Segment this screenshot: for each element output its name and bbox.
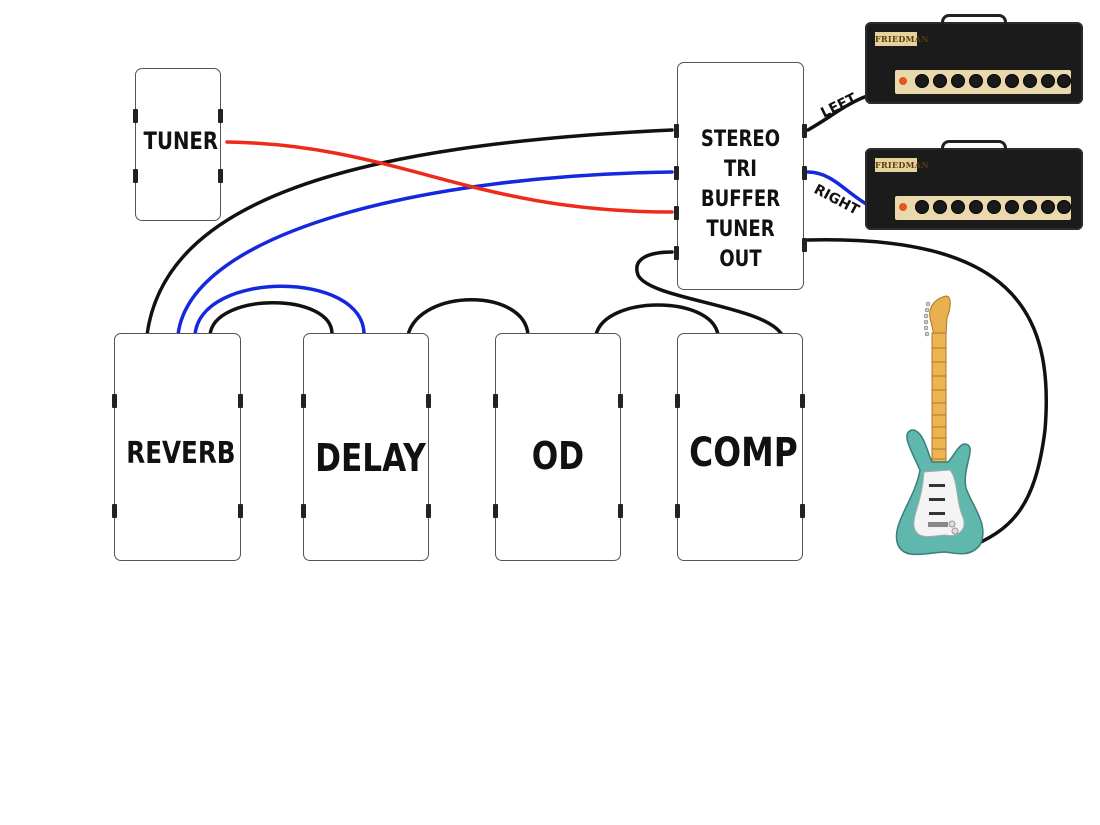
reverb-label: REVERB [126, 436, 236, 471]
buffer-label-line: BUFFER [700, 187, 781, 212]
cable-blue-reverb-to-delay [193, 284, 366, 337]
cable-blue-reverb-to-buffer [176, 170, 674, 337]
od-pedal: OD [493, 333, 623, 561]
buffer-label-line: STEREO [700, 127, 781, 152]
buffer-label-line: OUT [719, 247, 762, 272]
delay-label: DELAY [315, 436, 426, 480]
comp-label: COMP [689, 430, 798, 476]
cable-black-buffer-to-guitar [806, 238, 1049, 550]
guitar-pickguard [913, 469, 965, 538]
buffer-label-line: TRI [724, 157, 757, 182]
cable-black-comp-to-buffer [635, 250, 784, 337]
amp-brand-logo: FRIEDMAN [875, 32, 929, 46]
amp-head-right: FRIEDMAN [865, 140, 1083, 230]
buffer-label-line: TUNER [706, 217, 775, 242]
tuner-pedal: TUNER [133, 68, 223, 221]
cable-black-delay-to-od [406, 298, 530, 337]
od-label: OD [531, 434, 585, 478]
buffer-label: STEREO TRI BUFFER TUNER OUT [689, 125, 792, 275]
cable-black-reverb-to-buffer [145, 128, 674, 337]
stereo-tri-buffer-pedal: STEREO TRI BUFFER TUNER OUT [674, 62, 807, 290]
reverb-pedal: REVERB [112, 333, 243, 561]
electric-guitar [895, 295, 984, 556]
guitar-headstock [929, 295, 951, 336]
cable-red-tuner-to-buffer [225, 140, 674, 214]
amp-brand-logo: FRIEDMAN [875, 158, 929, 172]
comp-pedal: COMP [675, 333, 805, 561]
cable-black-reverb-to-delay [208, 301, 334, 337]
delay-pedal: DELAY [301, 333, 431, 561]
cable-black-od-to-comp [594, 303, 720, 337]
amp-head-left: FRIEDMAN [865, 14, 1083, 104]
tuner-label: TUNER [143, 127, 219, 155]
